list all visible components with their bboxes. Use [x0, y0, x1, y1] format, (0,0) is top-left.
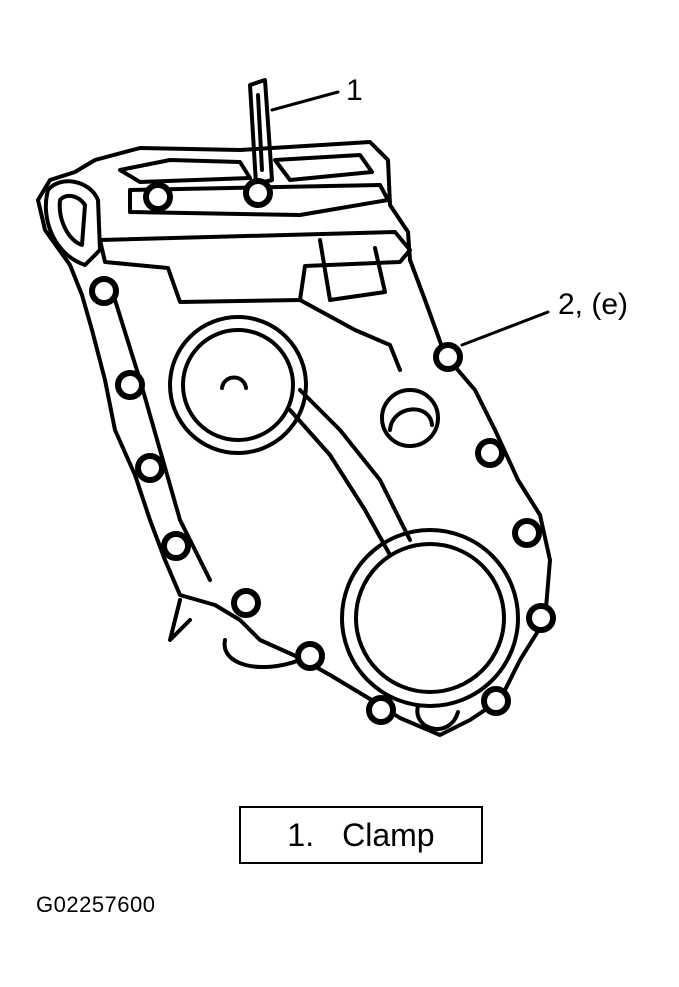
bolt [526, 603, 556, 633]
bolt [243, 178, 273, 208]
legend-text: Clamp [342, 816, 435, 853]
bolt [475, 438, 505, 468]
bolt [89, 276, 119, 306]
bolt [481, 686, 511, 716]
clamp-leader-line [270, 90, 340, 112]
bolt-group [89, 178, 556, 725]
bolt [295, 641, 325, 671]
bolt-leader-line [460, 310, 550, 347]
upper-shaft-bore [168, 315, 308, 455]
legend-box: 1. Clamp [239, 806, 483, 864]
bolt [433, 342, 463, 372]
figure-id: G02257600 [36, 892, 156, 917]
housing-outline [36, 140, 552, 737]
bolt [161, 531, 191, 561]
plug-bore [380, 388, 440, 448]
bolt [135, 453, 165, 483]
top-rail [98, 230, 412, 304]
bolt [115, 370, 145, 400]
callout-clamp: 1 [346, 74, 363, 107]
bolt [366, 695, 396, 725]
lower-shaft-bore [340, 528, 520, 708]
callout-bolt: 2, (e) [558, 288, 628, 321]
bolt [231, 588, 261, 618]
bolt [512, 518, 542, 548]
bolt [143, 182, 173, 212]
left-ear [43, 179, 102, 267]
legend-number: 1. [287, 816, 315, 853]
clamp [248, 78, 274, 186]
